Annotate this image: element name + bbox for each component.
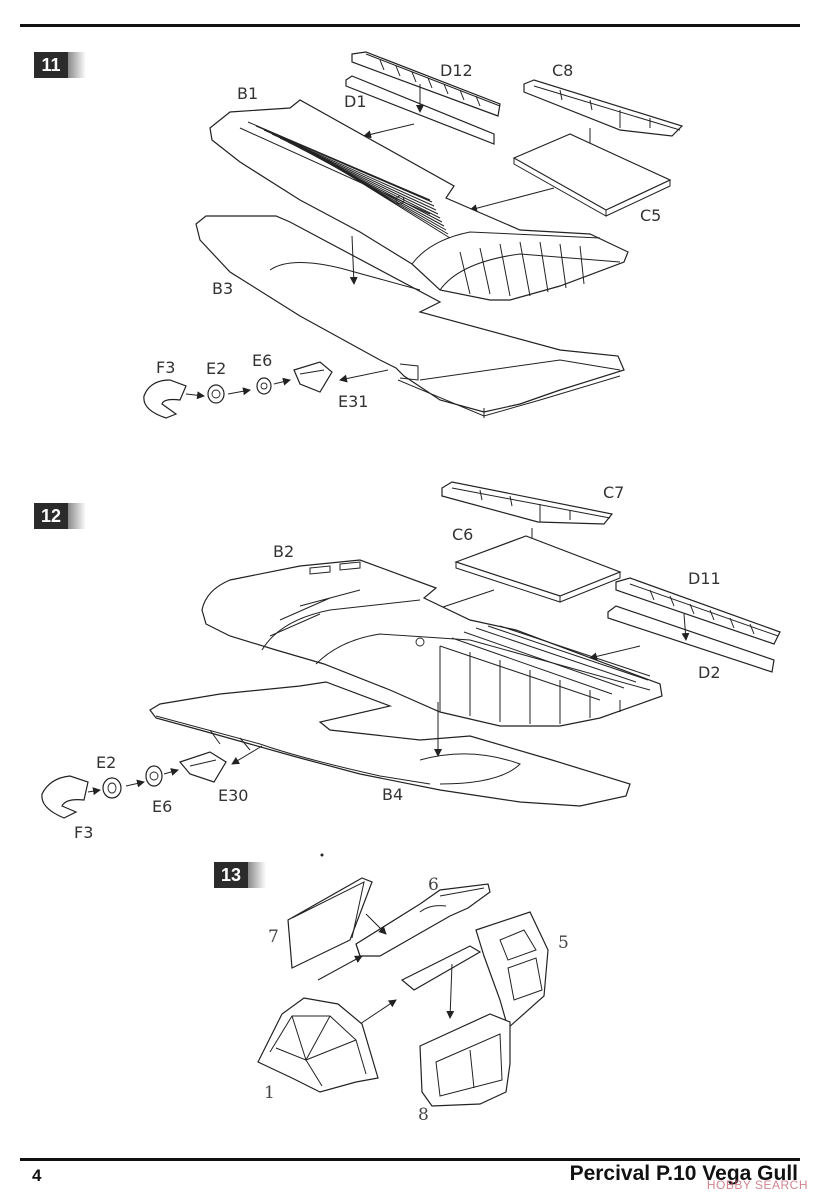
- step-13-diagram: 7 6 5 1 8: [257, 853, 569, 1125]
- label-e2: E2: [206, 359, 226, 378]
- label-c8: C8: [552, 61, 573, 80]
- label-b2: B2: [273, 542, 294, 561]
- part-6: [355, 883, 491, 957]
- part-b4: [149, 681, 631, 807]
- label-d2: D2: [698, 663, 721, 682]
- part-7: [287, 877, 373, 969]
- label-7: 7: [268, 927, 279, 947]
- label-f3: F3: [156, 358, 175, 377]
- label-f3-12: F3: [74, 823, 93, 842]
- part-e6: [256, 377, 272, 395]
- label-e6: E6: [252, 351, 272, 370]
- label-e30: E30: [218, 786, 248, 805]
- part-1: [257, 997, 379, 1093]
- part-f3: [143, 379, 187, 419]
- label-5: 5: [558, 933, 569, 953]
- part-e30: [178, 751, 227, 783]
- header-rule: [20, 24, 800, 27]
- label-b1: B1: [237, 84, 258, 103]
- document-title: Percival P.10 Vega Gull: [569, 1162, 798, 1185]
- step-11-badge: 11: [34, 52, 86, 78]
- part-f3-12: [41, 775, 89, 819]
- label-8: 8: [418, 1105, 429, 1125]
- step-number: 12: [34, 503, 68, 529]
- label-d11: D11: [688, 569, 721, 588]
- footer-rule: [20, 1158, 800, 1161]
- step-number: 11: [34, 52, 68, 78]
- part-c8: [523, 79, 684, 137]
- part-c6: [454, 535, 622, 603]
- part-d12: [351, 51, 501, 117]
- part-c7: [441, 481, 614, 525]
- part-6-floor: [400, 945, 482, 991]
- part-5: [475, 911, 549, 1030]
- label-e6-12: E6: [152, 797, 172, 816]
- part-e31: [293, 361, 333, 393]
- part-d2: [607, 605, 775, 673]
- page-number: 4: [32, 1166, 42, 1185]
- step-12-badge: 12: [34, 503, 86, 529]
- label-c6: C6: [452, 525, 473, 544]
- step-11-diagram: B1 D1 D12 C8 C5 B3 F3 E2 E6 E31: [143, 51, 684, 419]
- label-d1: D1: [344, 92, 367, 111]
- label-b4: B4: [382, 785, 403, 804]
- part-b3: [195, 215, 625, 418]
- step-13-badge: 13: [214, 862, 266, 888]
- label-1: 1: [264, 1083, 275, 1103]
- step-12-diagram: C7 C6 B2 D11 D2 E2 E6 F3 E30 B4: [41, 481, 781, 842]
- part-b1: [209, 99, 629, 301]
- part-d11: [615, 577, 781, 645]
- part-8: [419, 1013, 511, 1107]
- part-b2: [201, 559, 663, 727]
- label-b3: B3: [212, 279, 233, 298]
- watermark: HOBBY SEARCH: [706, 1178, 808, 1192]
- label-e31: E31: [338, 392, 368, 411]
- label-d12: D12: [440, 61, 473, 80]
- label-c5: C5: [640, 206, 661, 225]
- part-c5: [512, 133, 672, 217]
- part-e2-12: [102, 777, 122, 799]
- part-e6-12: [145, 765, 163, 787]
- label-e2-12: E2: [96, 753, 116, 772]
- part-e2: [207, 384, 225, 404]
- step-number: 13: [214, 862, 248, 888]
- label-c7: C7: [603, 483, 624, 502]
- label-6: 6: [428, 875, 439, 895]
